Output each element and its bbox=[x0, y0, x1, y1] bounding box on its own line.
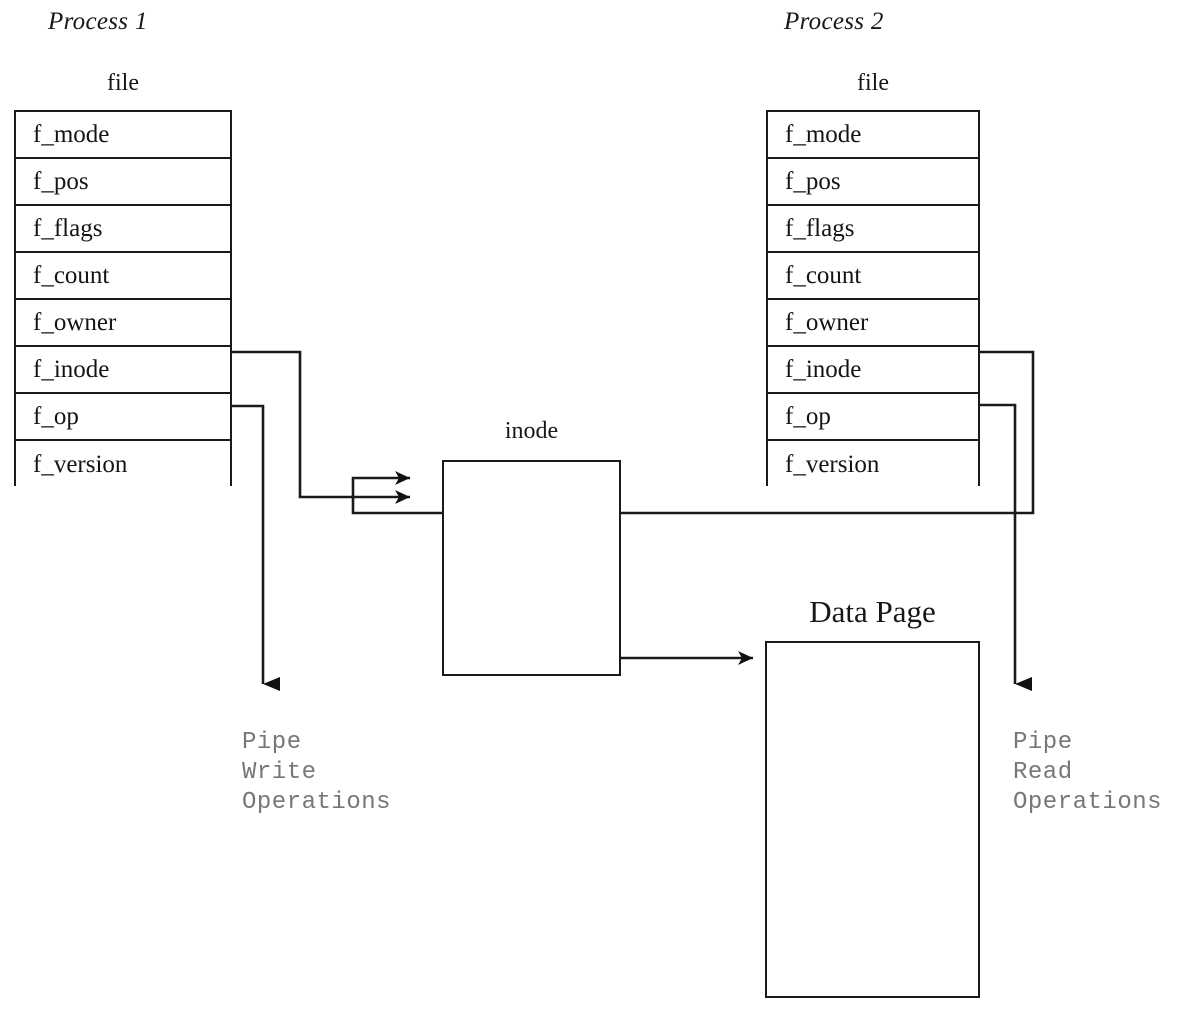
process-1-table-caption: file bbox=[107, 70, 139, 96]
field-row-f-op: f_op bbox=[16, 394, 230, 441]
field-row-f-pos: f_pos bbox=[16, 159, 230, 206]
data-page-box bbox=[765, 641, 980, 998]
field-row-f-count: f_count bbox=[16, 253, 230, 300]
process-1-title: Process 1 bbox=[48, 8, 148, 35]
wire-p2-fop-to-read-ops bbox=[980, 403, 1032, 691]
field-row-f-owner: f_owner bbox=[16, 300, 230, 347]
wire-p1-finode-to-inode bbox=[232, 350, 410, 504]
inode-caption: inode bbox=[504, 418, 559, 444]
field-row-f-version: f_version bbox=[768, 441, 978, 488]
process-2-title: Process 2 bbox=[784, 8, 884, 35]
field-row-f-flags: f_flags bbox=[16, 206, 230, 253]
process-2-table-caption: file bbox=[857, 70, 889, 96]
field-row-f-op: f_op bbox=[768, 394, 978, 441]
pipe-read-operations-label: Pipe Read Operations bbox=[1013, 729, 1163, 816]
field-row-f-count: f_count bbox=[768, 253, 978, 300]
field-row-f-pos: f_pos bbox=[768, 159, 978, 206]
process-1-file-struct: f_mode f_pos f_flags f_count f_owner f_i… bbox=[14, 110, 232, 488]
process-2-file-struct: f_mode f_pos f_flags f_count f_owner f_i… bbox=[766, 110, 980, 488]
inode-box bbox=[442, 460, 621, 676]
field-row-f-inode: f_inode bbox=[16, 347, 230, 394]
field-row-f-inode: f_inode bbox=[768, 347, 978, 394]
field-row-f-owner: f_owner bbox=[768, 300, 978, 347]
field-row-f-mode: f_mode bbox=[16, 112, 230, 159]
field-row-f-version: f_version bbox=[16, 441, 230, 488]
field-row-f-mode: f_mode bbox=[768, 112, 978, 159]
field-row-f-flags: f_flags bbox=[768, 206, 978, 253]
data-page-caption: Data Page bbox=[809, 594, 936, 629]
pipe-write-operations-label: Pipe Write Operations bbox=[242, 729, 392, 816]
wire-p1-fop-to-write-ops bbox=[232, 404, 280, 691]
